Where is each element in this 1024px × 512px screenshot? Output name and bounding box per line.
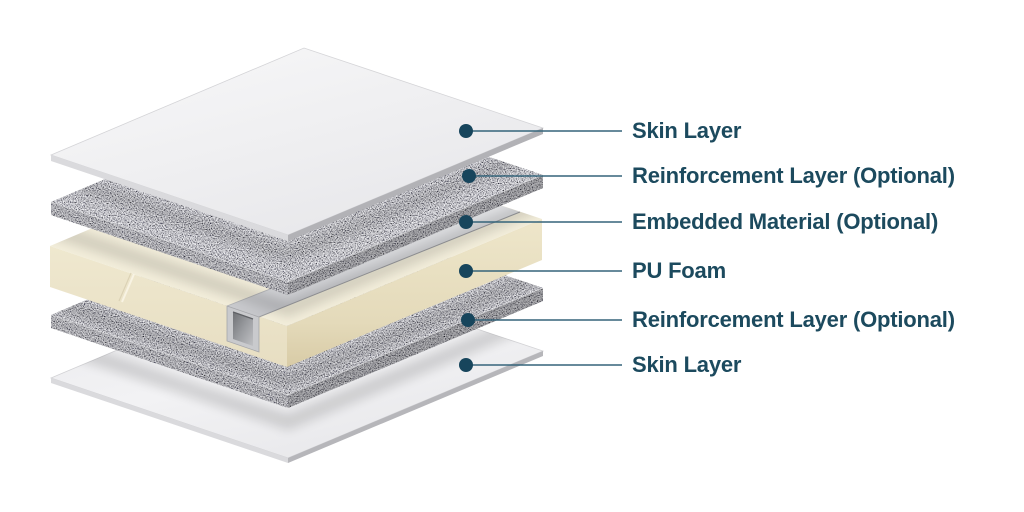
reinforcement-2-left-edge <box>51 315 288 408</box>
leader-dot-skin-bottom <box>459 358 473 372</box>
leader-dot-skin-top <box>459 124 473 138</box>
leader-dot-reinforcement-top <box>462 169 476 183</box>
shadow-of-top-sheet <box>51 141 543 263</box>
reinforcement-1-left-edge <box>51 202 288 295</box>
leader-lines <box>466 130 622 366</box>
tube-hole-inner-shadow <box>232 311 254 320</box>
bottom-sheet-left-edge <box>51 378 288 463</box>
leader-dot-reinforcement-bottom <box>461 313 475 327</box>
leader-dots <box>459 124 476 372</box>
reinforcement-2-right-edge <box>288 288 543 408</box>
reinforcement-1-edge-highlight <box>50 174 544 283</box>
top-sheet-right-edge <box>288 128 543 241</box>
foam-seam-line <box>118 272 132 302</box>
bottom-sheet-right-edge <box>288 351 543 463</box>
reinforcement-2-edge-highlight <box>50 287 544 396</box>
shadow-of-foam <box>51 267 543 390</box>
skin-layer-top-sheet <box>49 47 545 241</box>
leader-dot-pu-foam <box>459 264 473 278</box>
embedded-tube-hole <box>233 312 253 346</box>
top-sheet-left-edge <box>51 155 288 241</box>
shadow-of-reinforcement-2 <box>51 307 543 431</box>
leader-dot-embedded <box>459 215 473 229</box>
shadow-of-reinforcement-1 <box>50 195 542 318</box>
reinforcement-1-right-edge <box>288 175 543 295</box>
foam-seam-highlight <box>121 273 135 303</box>
foam-right-face <box>287 219 542 367</box>
